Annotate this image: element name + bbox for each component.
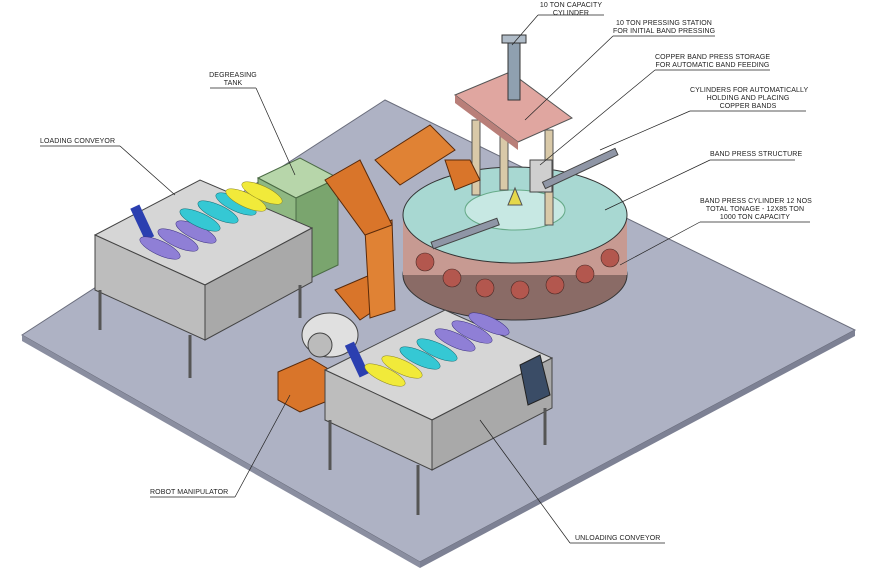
label-robot-manipulator: ROBOT MANIPULATOR bbox=[150, 489, 229, 496]
label-band-press-structure: BAND PRESS STRUCTURE bbox=[710, 151, 803, 158]
label-loading-conveyor: LOADING CONVEYOR bbox=[40, 138, 116, 145]
leader-lines bbox=[40, 14, 810, 544]
robot-manipulator bbox=[277, 124, 481, 413]
loading-conveyor bbox=[93, 179, 314, 378]
unloading-conveyor bbox=[323, 309, 554, 515]
band-press bbox=[402, 34, 628, 321]
label-unloading-conveyor: UNLOADING CONVEYOR bbox=[575, 535, 661, 542]
